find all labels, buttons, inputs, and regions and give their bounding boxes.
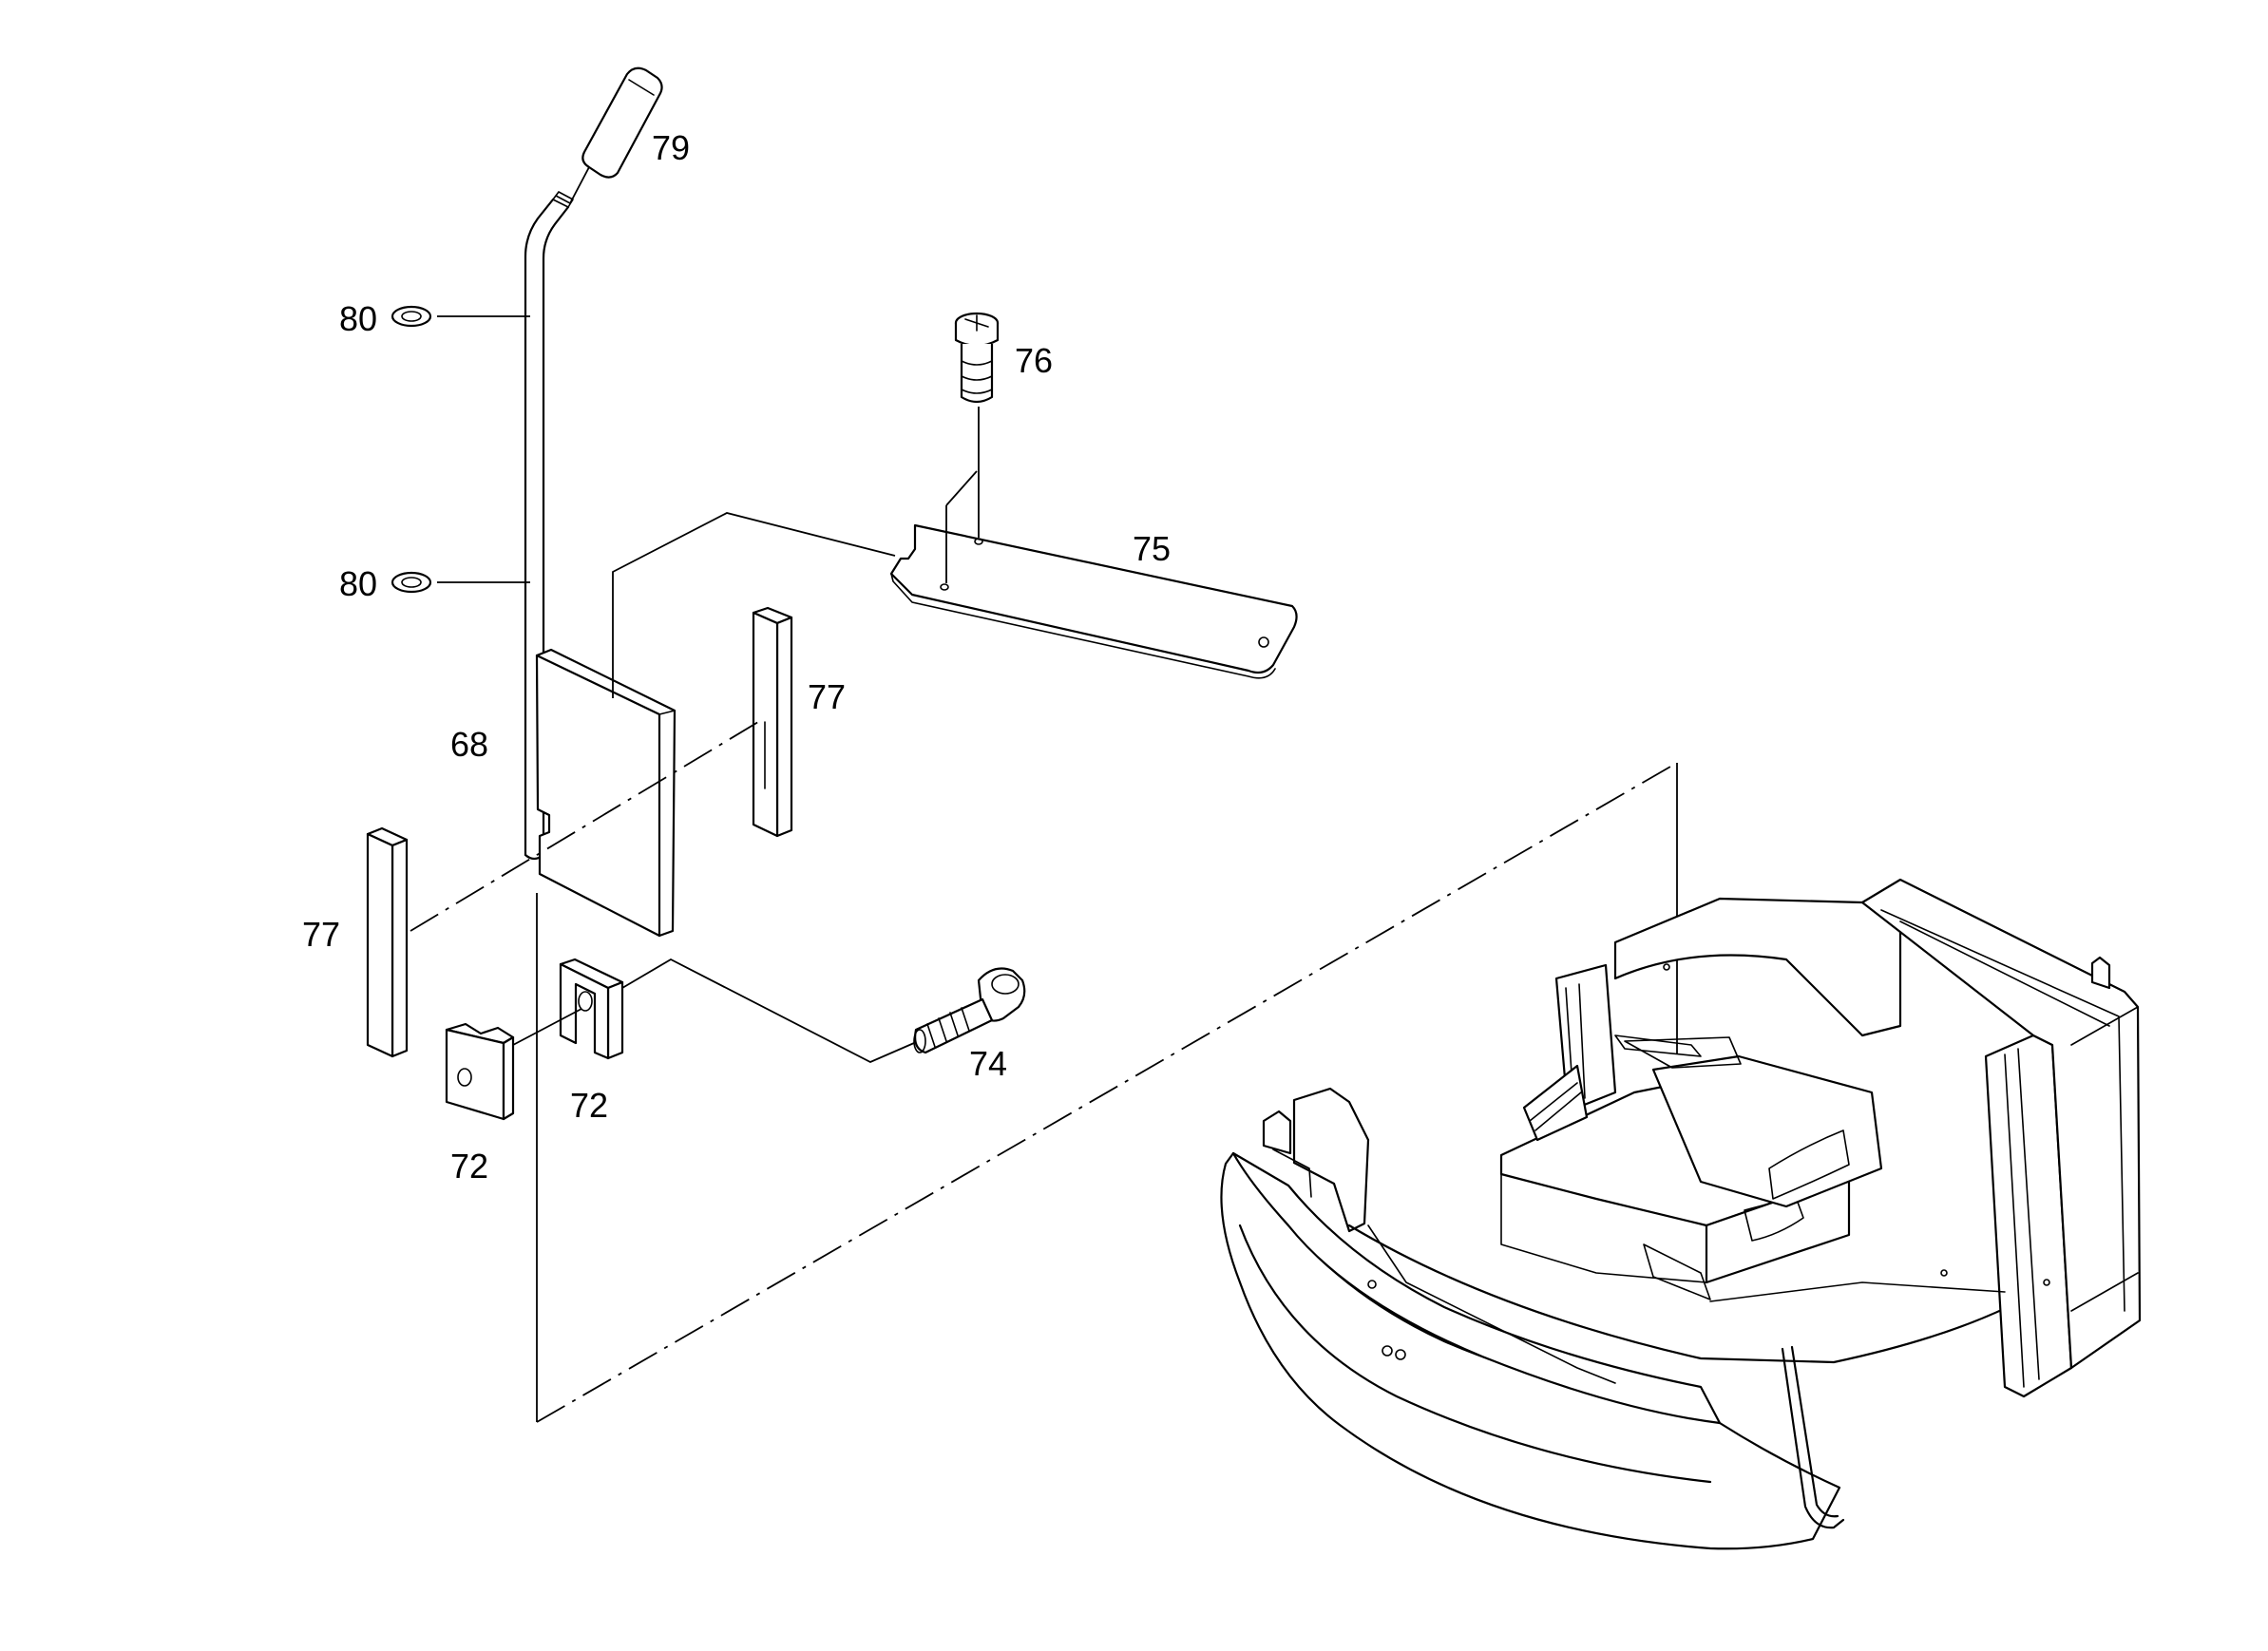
lever-rod (524, 191, 574, 861)
washer-80-upper (391, 305, 530, 328)
bolt-74 (913, 967, 1026, 1054)
spacer-77-right (752, 606, 793, 838)
leader-68-75 (612, 512, 896, 698)
callout-80-lower: 80 (339, 564, 377, 603)
callout-74: 74 (969, 1044, 1007, 1083)
callout-77-right: 77 (808, 677, 846, 716)
bracket-72-lower (445, 1022, 515, 1121)
plate-68 (535, 648, 677, 938)
spacer-77-left (366, 826, 409, 1058)
washer-80-lower (391, 571, 530, 594)
callout-72-upper: 72 (570, 1086, 608, 1125)
machine-frame (1220, 878, 2142, 1550)
plate-75 (889, 523, 1298, 679)
bracket-72-upper (559, 958, 624, 1060)
knob-79 (569, 66, 663, 204)
leader-74 (621, 958, 915, 1063)
leader-72 (512, 1008, 582, 1046)
callout-79: 79 (652, 128, 690, 167)
callout-68: 68 (450, 725, 488, 764)
callout-77-left: 77 (302, 915, 340, 954)
assembly-line-main (536, 762, 1678, 1423)
screw-76 (945, 312, 1000, 583)
callout-75: 75 (1133, 529, 1171, 568)
callout-72-lower: 72 (450, 1147, 488, 1186)
callout-76: 76 (1015, 341, 1053, 380)
assembly-line-77 (410, 721, 759, 932)
callout-80-upper: 80 (339, 299, 377, 338)
